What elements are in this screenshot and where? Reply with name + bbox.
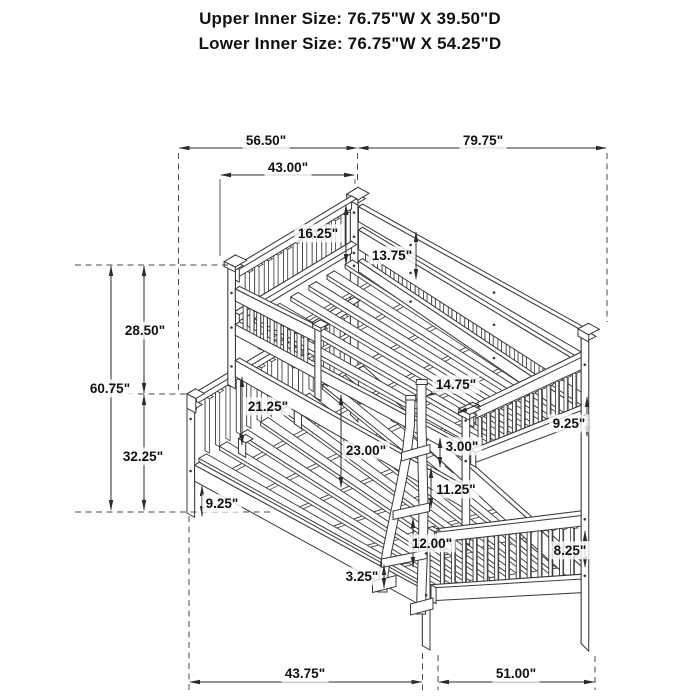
dimension-d3-00: 3.00"	[442, 437, 482, 456]
dimension-d32-25: 32.25"	[119, 447, 167, 466]
dimension-label-background	[459, 131, 507, 150]
dimension-label-d9-25-r: 9.25"	[553, 416, 586, 431]
dim-line-11-25	[428, 467, 434, 509]
dimension-d14-75: 14.75"	[432, 375, 480, 394]
dimension-label-background	[242, 131, 290, 150]
dimension-d43-75: 43.75"	[281, 664, 329, 683]
title-block: Upper Inner Size: 76.75"W X 39.50"D Lowe…	[0, 6, 700, 56]
dimension-labels: 56.50" 79.75" 43.00" 16.25" 13.75" 28.50…	[86, 131, 590, 683]
dimension-label-background	[432, 480, 480, 499]
dimension-label-background	[492, 664, 540, 683]
dimension-d3-25: 3.25"	[342, 567, 382, 586]
dim-line-13-75	[413, 231, 419, 280]
dim-line-16-25	[343, 204, 349, 265]
dimension-d11-25: 11.25"	[432, 480, 480, 499]
lower-inner-size-title: Lower Inner Size: 76.75"W X 54.25"D	[198, 34, 502, 53]
dimension-label-d43-75: 43.75"	[285, 666, 325, 681]
dimension-label-d11-25: 11.25"	[436, 482, 475, 497]
bolt-dots	[189, 211, 587, 597]
dimension-label-background	[86, 379, 134, 398]
dimension-label-background	[550, 541, 590, 560]
dimension-label-background	[408, 534, 456, 553]
dimension-label-d23-00: 23.00"	[346, 443, 386, 458]
dim-line-21-25	[239, 376, 245, 446]
dimension-label-d32-25: 32.25"	[123, 449, 163, 464]
dimension-d51-00: 51.00"	[492, 664, 540, 683]
dimension-label-background	[342, 441, 390, 460]
dimension-label-background	[368, 246, 416, 265]
dimension-label-d3-00: 3.00"	[446, 439, 479, 454]
upper-near-head-post	[223, 254, 248, 390]
dimension-label-background	[264, 158, 312, 177]
dimension-label-background	[244, 397, 292, 416]
dimension-label-background	[121, 321, 169, 340]
dimension-d43-00: 43.00"	[264, 158, 312, 177]
dimension-d13-75: 13.75"	[368, 246, 416, 265]
upper-inner-size-title: Upper Inner Size: 76.75"W X 39.50"D	[199, 9, 501, 28]
dimension-label-background	[119, 447, 167, 466]
dimension-label-d79-75: 79.75"	[463, 133, 503, 148]
extension-lines	[75, 153, 608, 690]
dimension-label-d3-25: 3.25"	[346, 569, 379, 584]
dimension-label-d21-25: 21.25"	[248, 399, 288, 414]
dim-line-3-00	[437, 437, 443, 468]
dimension-label-d56-50: 56.50"	[246, 133, 286, 148]
dimension-label-d43-00: 43.00"	[268, 160, 308, 175]
dimension-label-d8-25: 8.25"	[554, 543, 587, 558]
dimension-d9-25-l: 9.25"	[202, 494, 242, 513]
dimension-d56-50: 56.50"	[242, 131, 290, 150]
dimension-label-d14-75: 14.75"	[436, 377, 476, 392]
dimension-label-d51-00: 51.00"	[496, 666, 536, 681]
dimension-d16-25: 16.25"	[294, 224, 342, 243]
dimension-d8-25: 8.25"	[550, 541, 590, 560]
dimension-label-d9-25-l: 9.25"	[206, 496, 239, 511]
dimension-label-d28-50: 28.50"	[125, 323, 165, 338]
ladder	[372, 379, 434, 616]
dimension-label-background	[432, 375, 480, 394]
dimension-d21-25: 21.25"	[244, 397, 292, 416]
dimension-d12-00: 12.00"	[408, 534, 456, 553]
dimension-d28-50: 28.50"	[121, 321, 169, 340]
dimension-label-background	[202, 494, 242, 513]
dimension-d23-00: 23.00"	[342, 441, 390, 460]
dimension-label-background	[281, 664, 329, 683]
dimension-label-d13-75: 13.75"	[372, 248, 412, 263]
dimension-label-d60-75: 60.75"	[90, 381, 130, 396]
dimension-d60-75: 60.75"	[86, 379, 134, 398]
dim-line-23-00	[338, 394, 344, 488]
dimension-d9-25-r: 9.25"	[549, 414, 589, 433]
dimension-label-background	[442, 437, 482, 456]
lower-near-head-post	[185, 387, 206, 519]
far-foot-post	[576, 322, 601, 653]
dimension-label-d12-00: 12.00"	[412, 536, 452, 551]
dimension-label-d16-25: 16.25"	[298, 226, 338, 241]
dimension-d79-75: 79.75"	[459, 131, 507, 150]
dimension-label-background	[294, 224, 342, 243]
dimension-label-background	[342, 567, 382, 586]
dimension-label-background	[549, 414, 589, 433]
dim-line-3-25	[381, 564, 387, 589]
